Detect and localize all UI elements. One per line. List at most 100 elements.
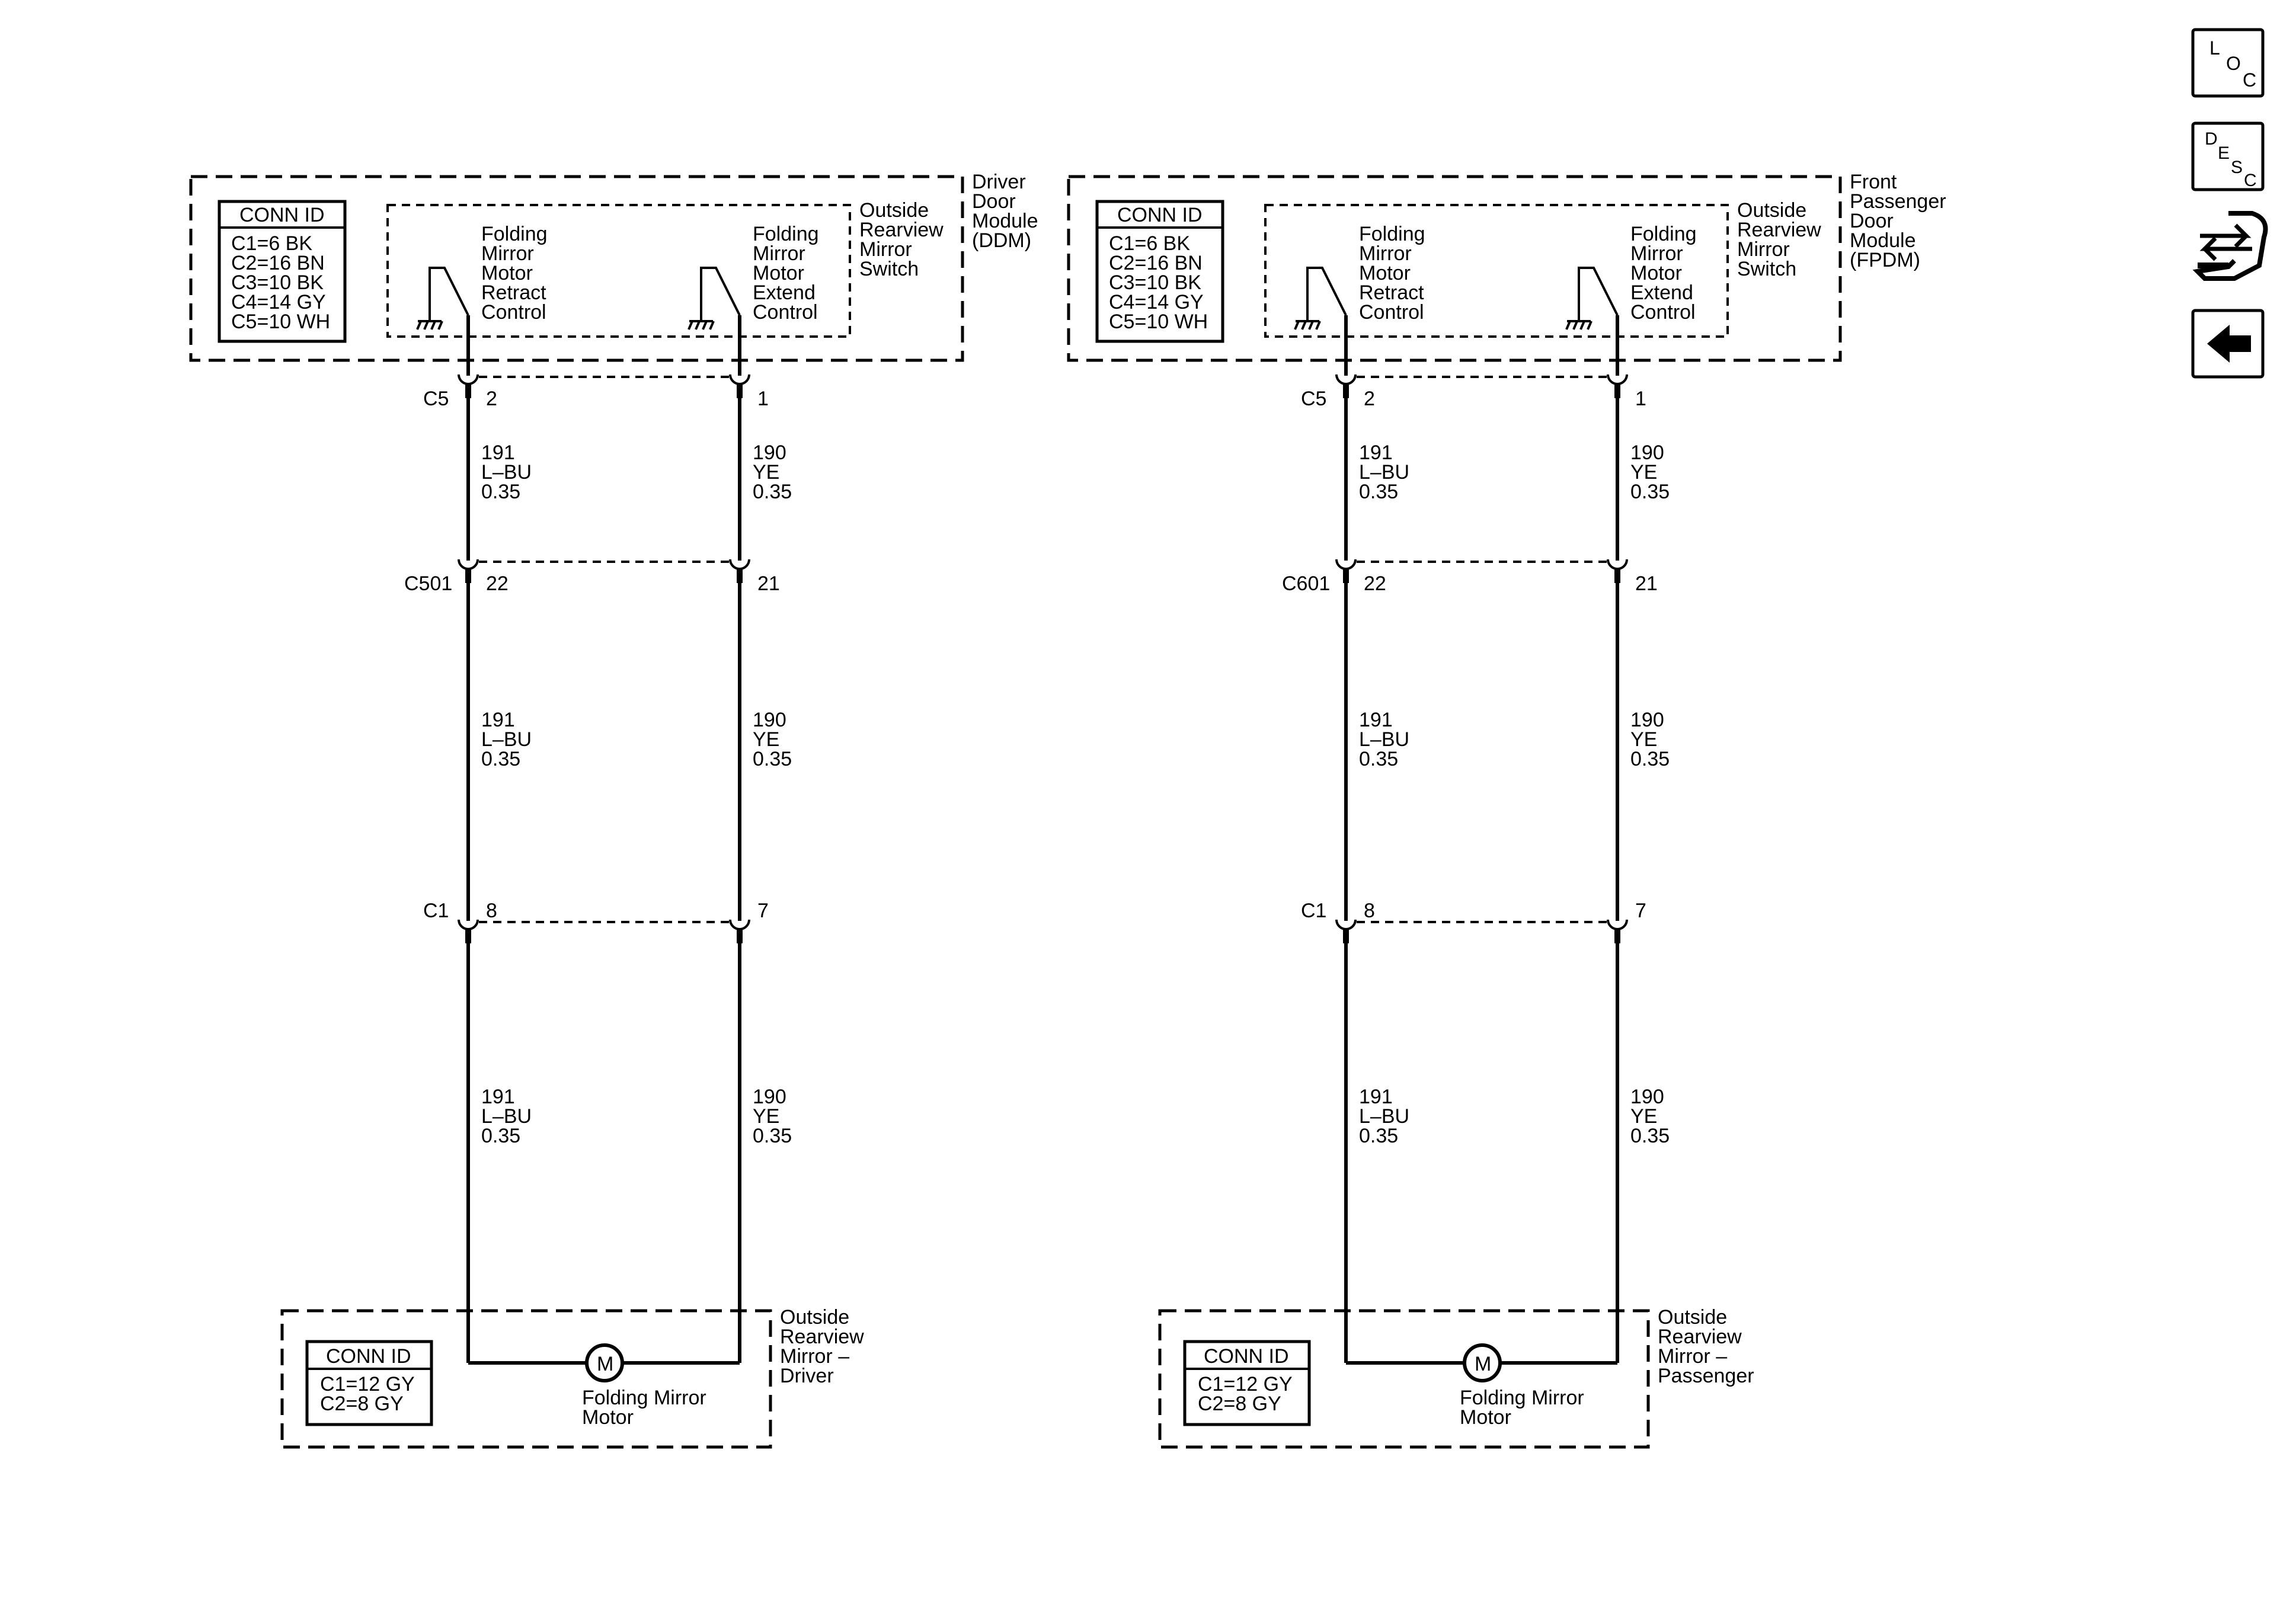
connector-pin-right: 1 bbox=[757, 388, 769, 410]
module-conn-entry: C3=10 BK bbox=[1109, 271, 1201, 294]
connector-id: C5 bbox=[423, 388, 449, 410]
extend-switch-label: Mirror bbox=[1630, 242, 1683, 265]
loc-letter-3: C bbox=[2243, 69, 2256, 91]
wire-label-right: YE bbox=[753, 461, 779, 484]
mirror-label: Mirror – bbox=[1658, 1345, 1727, 1368]
retract-switch-label: Retract bbox=[481, 281, 546, 304]
switch-label: Rearview bbox=[859, 219, 944, 241]
wire-label-left: L–BU bbox=[1359, 1105, 1409, 1128]
conn-id-title: CONN ID bbox=[239, 204, 325, 226]
retract-switch-blade bbox=[1306, 267, 1347, 318]
terminal-pin bbox=[1343, 383, 1349, 398]
connector-pin-left: 22 bbox=[1364, 572, 1386, 595]
wire-label-right: 190 bbox=[1630, 441, 1664, 464]
wire-label-left: 191 bbox=[481, 709, 515, 731]
mirror-conn-table bbox=[305, 1340, 433, 1426]
retract-switch-label: Control bbox=[1359, 301, 1424, 324]
motor-symbol bbox=[585, 1343, 624, 1382]
module-label: Module bbox=[1850, 229, 1916, 252]
back-button[interactable] bbox=[2191, 309, 2265, 379]
module-conn-entry: C2=16 BN bbox=[1109, 252, 1203, 274]
terminal-pin bbox=[1343, 568, 1349, 583]
module-outline bbox=[189, 175, 964, 362]
connector-pin-left: 8 bbox=[486, 900, 497, 922]
connector-id: C501 bbox=[404, 572, 452, 595]
conn-id-title: CONN ID bbox=[1117, 204, 1203, 226]
retract-switch-blade bbox=[428, 267, 469, 318]
module-label: Front bbox=[1850, 171, 1897, 193]
mirror-conn-entry: C1=12 GY bbox=[1198, 1373, 1293, 1395]
wire-label-left: L–BU bbox=[481, 1105, 532, 1128]
wire-label-left: 191 bbox=[481, 441, 515, 464]
extend-switch-blade bbox=[1578, 267, 1619, 318]
mirror-label: Outside bbox=[780, 1306, 849, 1329]
connector-swap-icon[interactable] bbox=[2192, 211, 2268, 281]
wire-label-right: 190 bbox=[753, 709, 786, 731]
motor-label: Motor bbox=[1460, 1406, 1511, 1429]
extend-switch-blade bbox=[700, 267, 741, 318]
wire-label-left: 0.35 bbox=[1359, 481, 1398, 503]
wire-label-right: YE bbox=[1630, 461, 1657, 484]
terminal-pin bbox=[465, 383, 471, 398]
ground-icon bbox=[416, 318, 443, 330]
module-conn-entry: C5=10 WH bbox=[1109, 311, 1208, 333]
retract-switch-label: Mirror bbox=[1359, 242, 1412, 265]
terminal-pin bbox=[1614, 568, 1620, 583]
wire-label-left: 191 bbox=[1359, 1086, 1393, 1108]
wire-label-right: 0.35 bbox=[1630, 481, 1670, 503]
module-label: (DDM) bbox=[972, 229, 1031, 252]
desc-letter-3: S bbox=[2231, 158, 2243, 177]
module-label: Door bbox=[972, 190, 1016, 213]
terminal-pin bbox=[737, 568, 743, 583]
retract-switch-label: Folding bbox=[1359, 223, 1425, 245]
motor-symbol-letter: M bbox=[597, 1353, 613, 1375]
module-outline bbox=[1067, 175, 1842, 362]
motor-label: Motor bbox=[582, 1406, 634, 1429]
module-conn-entry: C1=6 BK bbox=[231, 232, 312, 255]
wire-label-right: 190 bbox=[1630, 1086, 1664, 1108]
terminal-pin bbox=[1343, 928, 1349, 943]
loc-button[interactable]: L O C bbox=[2191, 28, 2265, 98]
terminal-pin bbox=[737, 383, 743, 398]
mirror-outline bbox=[1158, 1309, 1650, 1449]
module-conn-entry: C5=10 WH bbox=[231, 311, 330, 333]
mirror-conn-entry: C2=8 GY bbox=[320, 1393, 404, 1415]
module-conn-entry: C1=6 BK bbox=[1109, 232, 1190, 255]
module-label: Passenger bbox=[1850, 190, 1946, 213]
module-label: Driver bbox=[972, 171, 1026, 193]
wire-label-left: 0.35 bbox=[1359, 1125, 1398, 1147]
wire-label-left: L–BU bbox=[1359, 728, 1409, 751]
mirror-label: Mirror – bbox=[780, 1345, 849, 1368]
desc-button[interactable]: D E S C bbox=[2191, 121, 2265, 191]
wire-label-left: 191 bbox=[481, 1086, 515, 1108]
module-conn-entry: C3=10 BK bbox=[231, 271, 324, 294]
wire-label-right: 190 bbox=[753, 1086, 786, 1108]
connector-pin-right: 21 bbox=[757, 572, 780, 595]
motor-label: Folding Mirror bbox=[582, 1387, 706, 1409]
wire-label-left: L–BU bbox=[1359, 461, 1409, 484]
connector-id: C1 bbox=[423, 900, 449, 922]
module-conn-table bbox=[1095, 200, 1224, 343]
motor-label: Folding Mirror bbox=[1460, 1387, 1584, 1409]
connector-id: C5 bbox=[1301, 388, 1326, 410]
terminal-pin bbox=[465, 568, 471, 583]
desc-letter-2: E bbox=[2218, 143, 2230, 163]
wire-label-left: 0.35 bbox=[481, 748, 520, 770]
retract-switch-label: Folding bbox=[481, 223, 548, 245]
extend-switch-label: Motor bbox=[753, 262, 804, 284]
connector-pin-left: 22 bbox=[486, 572, 509, 595]
loc-letter-1: L bbox=[2209, 37, 2220, 59]
wire-label-left: 0.35 bbox=[1359, 748, 1398, 770]
switch-label: Switch bbox=[859, 258, 919, 280]
retract-switch-label: Retract bbox=[1359, 281, 1424, 304]
ground-icon bbox=[1294, 318, 1321, 330]
retract-switch-label: Motor bbox=[481, 262, 533, 284]
connector-pin-right: 7 bbox=[1635, 900, 1646, 922]
